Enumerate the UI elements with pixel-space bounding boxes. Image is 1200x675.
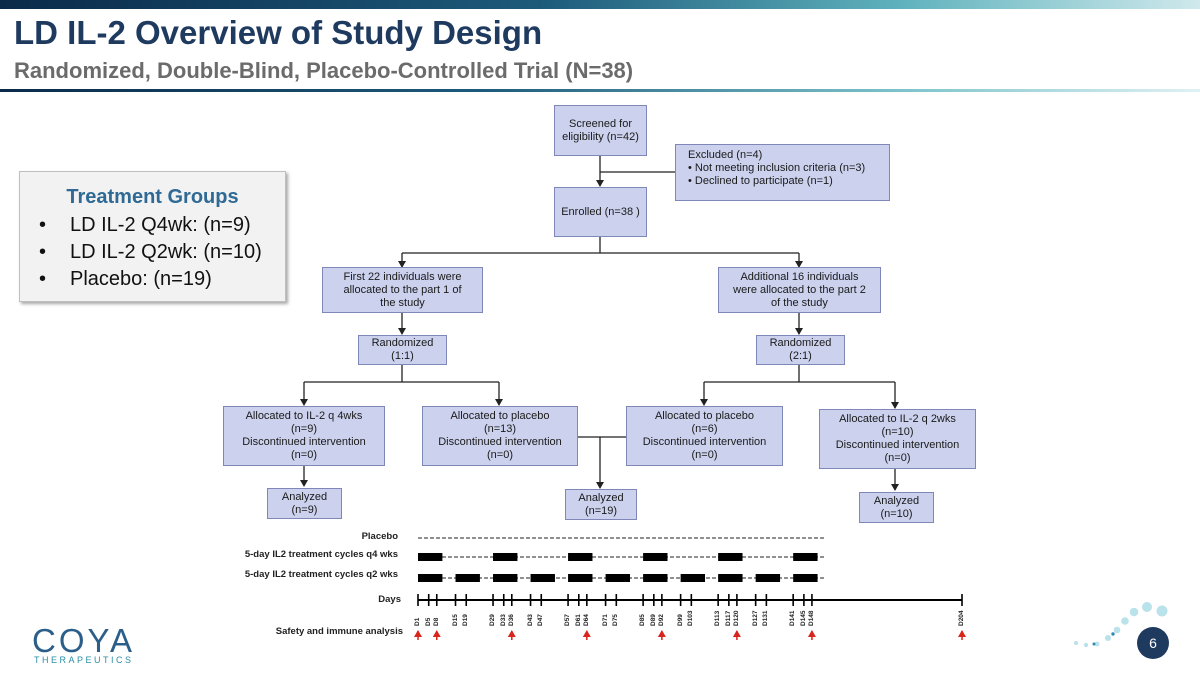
q4-treatment-cycle-bar <box>418 553 443 561</box>
treatment-groups-list: •LD IL-2 Q4wk: (n=9) •LD IL-2 Q2wk: (n=1… <box>20 212 262 293</box>
q4-row-label: 5-day IL2 treatment cycles q4 wks <box>244 549 398 560</box>
q4-treatment-cycle-bar <box>493 553 518 561</box>
placebo-row-label: Placebo <box>361 531 398 542</box>
treatment-groups-title: Treatment Groups <box>66 186 239 208</box>
alloc-placebo-13-box: Allocated to placebo(n=13)Discontinued i… <box>422 406 578 466</box>
q4-treatment-cycle-bar <box>643 553 668 561</box>
q2-treatment-cycle-bar <box>718 574 743 582</box>
excluded-box: Excluded (n=4)• Not meeting inclusion cr… <box>675 144 890 201</box>
treatment-groups-panel: Treatment Groups •LD IL-2 Q4wk: (n=9) •L… <box>19 171 286 302</box>
analyzed-q2-box: Analyzed(n=10) <box>859 492 934 523</box>
q2-treatment-cycle-bar <box>755 574 781 582</box>
bullet-icon: • <box>39 241 47 263</box>
bullet-icon: • <box>39 268 47 290</box>
days-row-label: Days <box>378 594 401 605</box>
q2-treatment-cycle-bar <box>605 574 630 582</box>
q2-treatment-cycle-bar <box>568 574 593 582</box>
q2-treatment-cycle-bar <box>493 574 518 582</box>
company-logo: COYA <box>32 622 136 659</box>
q2-treatment-cycle-bar <box>455 574 480 582</box>
analyzed-placebo-box: Analyzed(n=19) <box>565 489 637 520</box>
bullet-icon: • <box>39 214 47 236</box>
q4-treatment-cycle-bar <box>793 553 818 561</box>
q4-treatment-cycle-bar <box>718 553 743 561</box>
treatment-group-item: •LD IL-2 Q4wk: (n=9) <box>20 212 262 239</box>
q2-treatment-cycle-bar <box>530 574 555 582</box>
alloc-q4-box: Allocated to IL-2 q 4wks(n=9)Discontinue… <box>223 406 385 466</box>
q2-treatment-cycle-bar <box>793 574 818 582</box>
treatment-group-item: •LD IL-2 Q2wk: (n=10) <box>20 239 262 266</box>
safety-row-label: Safety and immune analysis <box>275 626 403 637</box>
randomized-2-1-box: Randomized(2:1) <box>756 335 845 365</box>
analyzed-q4-box: Analyzed(n=9) <box>267 488 342 519</box>
slide-title: LD IL-2 Overview of Study Design <box>14 14 543 51</box>
page-number-badge: 6 <box>1137 627 1169 659</box>
q2-row-label: 5-day IL2 treatment cycles q2 wks <box>244 569 398 580</box>
alloc-placebo-6-box: Allocated to placebo(n=6)Discontinued in… <box>626 406 783 466</box>
alloc-q2-box: Allocated to IL-2 q 2wks(n=10)Discontinu… <box>819 409 976 469</box>
company-tagline: THERAPEUTICS <box>34 655 134 665</box>
q4-treatment-cycle-bar <box>568 553 593 561</box>
title-underline <box>0 89 1200 92</box>
q2-treatment-cycle-bar <box>643 574 668 582</box>
q2-treatment-cycle-bar <box>680 574 706 582</box>
q2-treatment-cycle-bar <box>418 574 443 582</box>
enrolled-box: Enrolled (n=38 ) <box>554 187 647 237</box>
treatment-group-item: •Placebo: (n=19) <box>20 266 262 293</box>
slide-subtitle: Randomized, Double-Blind, Placebo-Contro… <box>14 58 634 83</box>
top-accent-bar <box>0 0 1200 9</box>
randomized-1-1-box: Randomized(1:1) <box>358 335 447 365</box>
